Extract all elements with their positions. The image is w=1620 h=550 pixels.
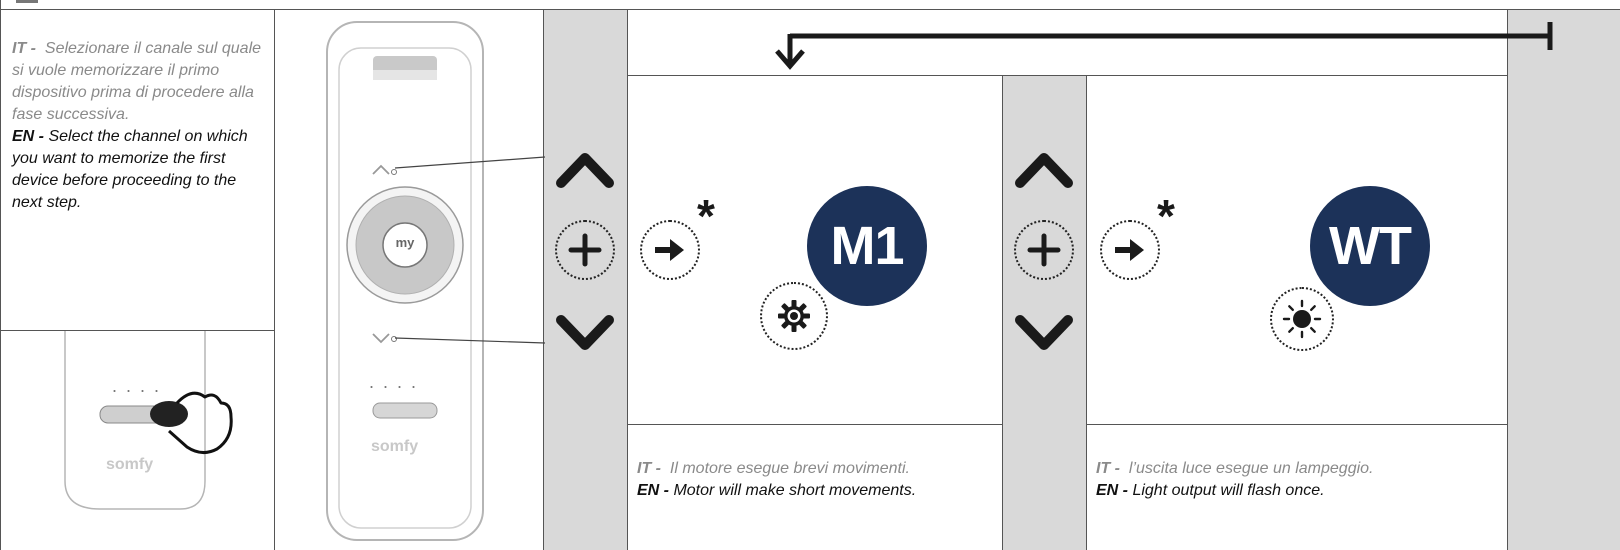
wt-it-prefix: IT - — [1096, 460, 1120, 477]
wt-en-line: EN - Light output will flash once. — [1096, 480, 1506, 502]
return-arrow-icon — [775, 22, 1553, 70]
left-border — [0, 0, 1, 550]
sun-icon — [1282, 299, 1322, 339]
up-chevron-icon — [556, 153, 614, 188]
m1-it-prefix: IT - — [637, 460, 661, 477]
wt-instruction: IT - l’uscita luce esegue un lampeggio. … — [1096, 458, 1506, 502]
m1-instruction: IT - Il motore esegue brevi movimenti. E… — [637, 458, 1002, 502]
remote-control: my . . . . somfy — [325, 20, 485, 545]
down-chevron-icon — [1015, 315, 1073, 350]
wt-en-prefix: EN - — [1096, 482, 1128, 499]
divider-band3-left — [1507, 9, 1508, 550]
m1-badge: M1 — [807, 186, 927, 306]
wt-it-line: IT - l’uscita luce esegue un lampeggio. — [1096, 458, 1506, 480]
m1-en-prefix: EN - — [637, 482, 669, 499]
remote-dots: . . . . — [369, 372, 419, 392]
instruction-text: IT - Selezionare il canale sul quale si … — [12, 38, 267, 214]
plus-button-2 — [1014, 220, 1074, 280]
divider-band2-left — [1002, 75, 1003, 550]
small-remote-dots: . . . . — [112, 376, 162, 396]
divider-band1-right — [627, 9, 628, 550]
arrow-right-icon — [1115, 239, 1144, 261]
arrow-row-divider — [627, 75, 1507, 76]
m1-text-divider — [627, 424, 1002, 425]
next-button-m1 — [640, 220, 700, 280]
divider-band1-left — [543, 9, 544, 550]
it-instruction: IT - Selezionare il canale sul quale si … — [12, 38, 267, 126]
small-remote-logo: somfy — [106, 456, 154, 473]
wt-asterisk: * — [1157, 190, 1175, 242]
top-border — [0, 9, 1620, 10]
divider-text-remote — [274, 9, 275, 550]
wt-en-text: Light output will flash once. — [1132, 482, 1325, 499]
divider-band2-right — [1086, 75, 1087, 550]
remote-logo: somfy — [371, 438, 419, 455]
m1-en-line: EN - Motor will make short movements. — [637, 480, 1002, 502]
arrow-right-icon — [655, 239, 684, 261]
plus-icon — [568, 233, 602, 267]
gear-icon — [778, 300, 810, 332]
m1-it-line: IT - Il motore esegue brevi movimenti. — [637, 458, 1002, 480]
wt-badge: WT — [1310, 186, 1430, 306]
m1-asterisk: * — [697, 190, 715, 242]
en-body: Select the channel on which you want to … — [12, 128, 248, 211]
en-instruction: EN - Select the channel on which you wan… — [12, 126, 267, 214]
gear-button — [760, 282, 828, 350]
my-button[interactable]: my — [395, 235, 415, 250]
wt-it-text: l’uscita luce esegue un lampeggio. — [1128, 460, 1374, 477]
it-prefix: IT - — [12, 40, 36, 57]
finger-press-icon — [150, 391, 233, 454]
en-prefix: EN - — [12, 128, 44, 145]
light-button — [1270, 287, 1334, 351]
down-chevron-icon — [556, 315, 614, 350]
next-button-wt — [1100, 220, 1160, 280]
gray-band-3 — [1507, 9, 1620, 550]
small-remote-illustration: . . . . somfy — [55, 331, 245, 511]
cropped-top-mark — [16, 0, 38, 3]
m1-it-text: Il motore esegue brevi movimenti. — [669, 460, 910, 477]
callout-lines — [394, 156, 546, 344]
up-chevron-icon — [1015, 153, 1073, 188]
plus-icon — [1027, 233, 1061, 267]
left-panel-divider — [0, 330, 274, 331]
plus-button-1 — [555, 220, 615, 280]
m1-en-text: Motor will make short movements. — [673, 482, 917, 499]
wt-text-divider — [1086, 424, 1507, 425]
it-body: Selezionare il canale sul quale si vuole… — [12, 40, 262, 123]
